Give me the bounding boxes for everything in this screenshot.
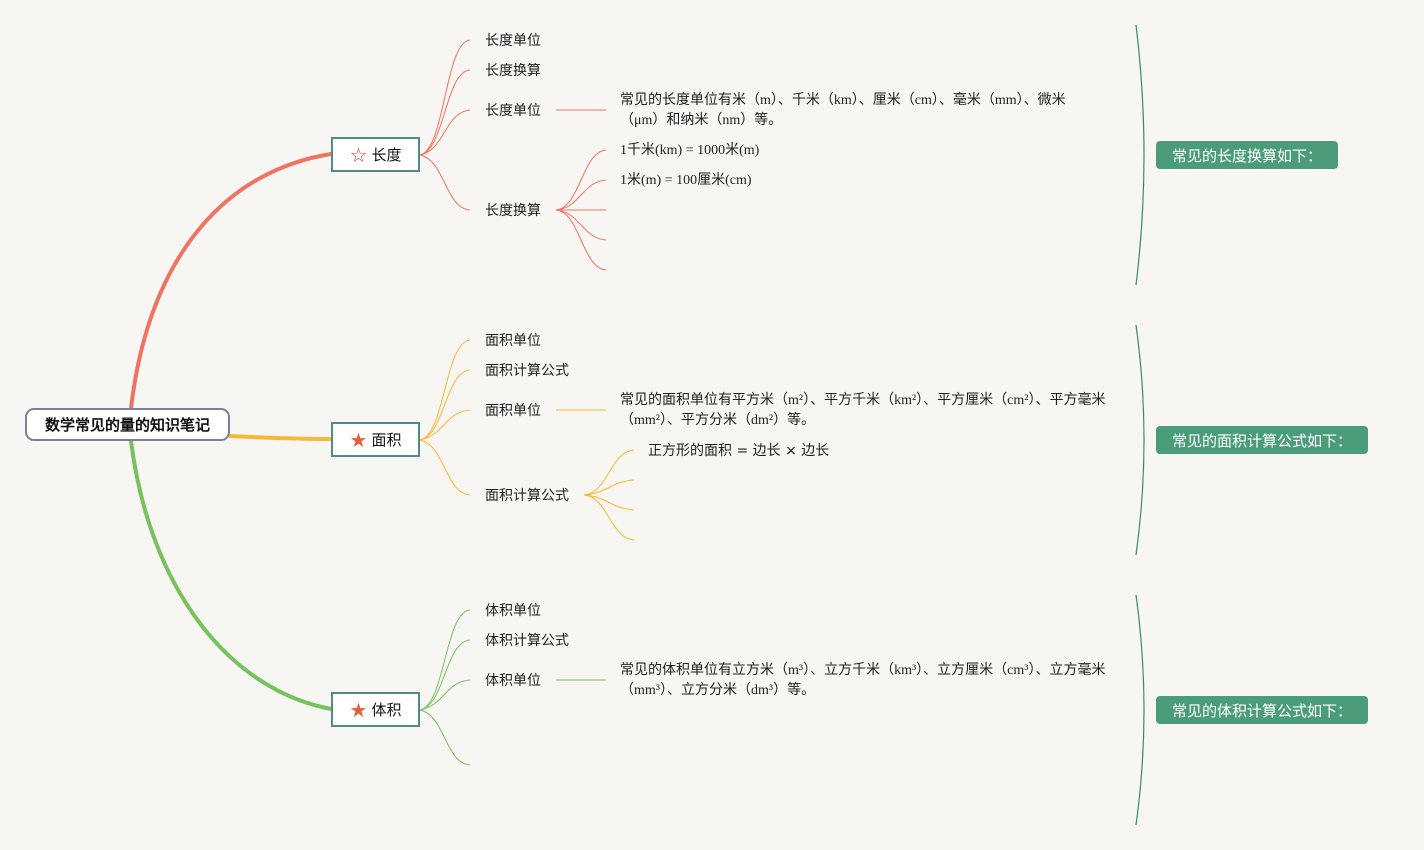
detail-volume-units-label[interactable]: 体积单位 xyxy=(485,673,541,689)
root-node[interactable]: 数学常见的量的知识笔记 xyxy=(25,408,230,441)
summary-volume-text: 常见的体积计算公式如下： xyxy=(1172,701,1353,720)
topic-length-units[interactable]: 长度单位 xyxy=(485,33,541,49)
summary-area-text: 常见的面积计算公式如下： xyxy=(1172,431,1353,450)
length-sub-connectors xyxy=(419,39,607,271)
formula-length-m-cm: 1米(m) = 100厘米(cm) xyxy=(620,173,752,188)
branch-node-volume[interactable]: ★ 体积 xyxy=(331,692,420,727)
formula-square-area: 正方形的面积 = 边长 × 边长 xyxy=(648,443,830,459)
topic-length-conversion[interactable]: 长度换算 xyxy=(485,63,541,79)
branch-node-area[interactable]: ★ 面积 xyxy=(331,422,420,457)
connector-root-volume xyxy=(129,439,333,711)
topic-area-units[interactable]: 面积单位 xyxy=(485,333,541,349)
topic-volume-formula[interactable]: 体积计算公式 xyxy=(485,633,569,649)
summary-volume[interactable]: 常见的体积计算公式如下： xyxy=(1156,696,1369,724)
topic-volume-units[interactable]: 体积单位 xyxy=(485,603,541,619)
summary-length-text: 常见的长度换算如下： xyxy=(1172,146,1323,165)
detail-length-conversion-label[interactable]: 长度换算 xyxy=(485,203,541,219)
star-outline-icon: ☆ xyxy=(349,142,368,167)
summary-brackets xyxy=(1135,24,1145,826)
note-volume-units: 常见的体积单位有立方米（m³）、立方千米（km³）、立方厘米（cm³）、立方毫米… xyxy=(620,663,1106,698)
connector-root-area xyxy=(228,434,333,441)
topic-area-formula[interactable]: 面积计算公式 xyxy=(485,363,569,379)
formula-length-km-m: 1千米(km) = 1000米(m) xyxy=(620,143,760,158)
branch-node-length[interactable]: ☆ 长度 xyxy=(331,137,420,172)
note-area-units: 常见的面积单位有平方米（m²）、平方千米（km²）、平方厘米（cm²）、平方毫米… xyxy=(620,393,1106,428)
summary-length[interactable]: 常见的长度换算如下： xyxy=(1156,141,1339,169)
connector-root-length xyxy=(129,152,333,410)
root-title: 数学常见的量的知识笔记 xyxy=(44,416,210,434)
area-sub-connectors xyxy=(419,339,635,541)
branch-label-volume: 体积 xyxy=(371,701,402,719)
detail-length-units-label[interactable]: 长度单位 xyxy=(485,103,541,119)
star-filled-icon: ★ xyxy=(349,697,368,722)
volume-sub-connectors xyxy=(419,609,606,766)
branch-label-area: 面积 xyxy=(371,431,402,449)
detail-area-units-label[interactable]: 面积单位 xyxy=(485,403,541,419)
note-length-units: 常见的长度单位有米（m）、千米（km）、厘米（cm）、毫米（mm）、微米（μm）… xyxy=(620,93,1066,128)
detail-area-formula-label[interactable]: 面积计算公式 xyxy=(485,488,569,504)
branch-label-length: 长度 xyxy=(371,146,402,164)
star-filled-icon: ★ xyxy=(349,427,368,452)
summary-area[interactable]: 常见的面积计算公式如下： xyxy=(1156,426,1369,454)
